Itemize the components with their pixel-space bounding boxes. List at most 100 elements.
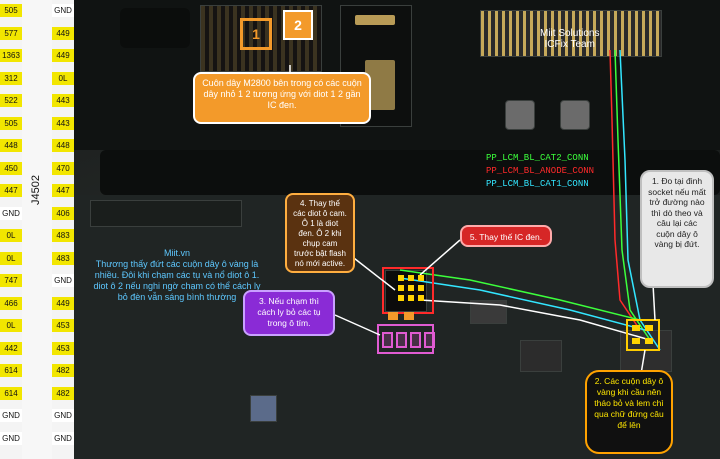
- coil-dot: [408, 285, 414, 291]
- coil-dot: [408, 295, 414, 301]
- left-pin: GND: [0, 206, 22, 220]
- right-pin: 449: [52, 26, 74, 40]
- coil-dot: [398, 285, 404, 291]
- right-pin: 482: [52, 386, 74, 400]
- lcd-connector: [480, 10, 662, 57]
- right-pin: GND: [52, 274, 74, 287]
- leader-step4: [349, 254, 396, 291]
- left-pin: 522: [0, 94, 22, 107]
- coil-dot: [418, 275, 424, 281]
- diode-1: [388, 312, 398, 320]
- yellow-coils: [398, 275, 653, 344]
- leader-step5: [419, 239, 461, 276]
- callout-step1: 1. Đo tại đinh socket nếu mất trở đường …: [640, 170, 714, 288]
- brand-line2: ICFix Team: [544, 39, 595, 50]
- coil-dot: [408, 275, 414, 281]
- marker-1: 1: [240, 18, 272, 50]
- board-area: [90, 200, 242, 227]
- capacitor-mark: [424, 332, 435, 348]
- signal-cat1: PP_LCM_BL_CAT1_CONN: [486, 179, 589, 189]
- pcb-cutout: [120, 8, 190, 48]
- board-gap: [100, 150, 720, 195]
- test-point: [505, 100, 535, 130]
- signal-anode: PP_LCM_BL_ANODE_CONN: [486, 166, 595, 176]
- callout-step5: 5. Thay thế IC đen.: [460, 225, 552, 247]
- left-pin: GND: [0, 431, 22, 445]
- right-pin: 453: [52, 341, 74, 355]
- right-pin: 0L: [52, 71, 74, 85]
- brand-line1: Miit Solutions: [540, 28, 600, 39]
- right-pin: GND: [52, 4, 74, 17]
- coil-dot: [398, 295, 404, 301]
- signal-cat2: PP_LCM_BL_CAT2_CONN: [486, 153, 589, 163]
- capacitor-mark: [396, 332, 407, 348]
- callout-step2: 2. Các cuộn dây ô vàng khi cầu nên tháo …: [585, 370, 673, 454]
- cat1-trace-b: [399, 277, 646, 331]
- right-pin: 449: [52, 296, 74, 310]
- right-pin: 470: [52, 161, 74, 175]
- ground-trace: [419, 299, 651, 341]
- left-pin: 1363: [0, 49, 22, 62]
- pad: [355, 15, 395, 25]
- marker-2: 2: [283, 10, 313, 40]
- callout-coil-note: Cuôn dây M2800 bên trong có các cuộn dây…: [193, 72, 371, 124]
- left-pin: 442: [0, 341, 22, 355]
- left-pin: 614: [0, 386, 22, 400]
- left-pin: 312: [0, 71, 22, 85]
- coil-dot: [632, 338, 640, 344]
- coil-dot: [418, 295, 424, 301]
- left-pin: 448: [0, 139, 22, 152]
- blue-note: Miit.vn Thương thấy đứt các cuộn dây ô v…: [88, 248, 266, 303]
- left-pin: 0L: [0, 229, 22, 242]
- blue-note-text: Thương thấy đứt các cuộn dây ô vàng là n…: [93, 259, 261, 302]
- coil-dot: [645, 325, 653, 331]
- coil-dot: [398, 275, 404, 281]
- left-pin: 505: [0, 116, 22, 130]
- capacitor-mark: [410, 332, 421, 348]
- leader-step3: [334, 314, 381, 336]
- right-pin: 448: [52, 139, 74, 152]
- yellow-coil-box: [626, 319, 660, 351]
- connector-strip-bg: [22, 0, 52, 459]
- right-pin: 453: [52, 319, 74, 332]
- right-pin: 447: [52, 184, 74, 197]
- capacitor-mark: [382, 332, 393, 348]
- right-pin: 483: [52, 251, 74, 265]
- left-pin: 577: [0, 26, 22, 40]
- cat2-trace-b: [399, 269, 641, 321]
- diode-2: [404, 312, 414, 320]
- test-point: [560, 100, 590, 130]
- callout-step3: 3. Nếu chạm thì cách ly bỏ các tụ trong …: [243, 290, 335, 336]
- right-pin: GND: [52, 431, 74, 445]
- right-pin: 443: [52, 116, 74, 130]
- right-pin: 483: [52, 229, 74, 242]
- component: [250, 395, 277, 422]
- left-pin: 450: [0, 161, 22, 175]
- component: [520, 340, 562, 372]
- left-pin: 0L: [0, 319, 22, 332]
- left-pin: 466: [0, 296, 22, 310]
- right-pin: GND: [52, 409, 74, 422]
- left-pin: 505: [0, 4, 22, 17]
- left-pin: 0L: [0, 251, 22, 265]
- watermark: Miit.vn: [163, 248, 190, 258]
- coil-dot: [632, 325, 640, 331]
- right-pin: 482: [52, 364, 74, 377]
- left-pin: GND: [0, 409, 22, 422]
- left-pin: 614: [0, 364, 22, 377]
- coil-dot: [418, 285, 424, 291]
- anode-trace: [609, 49, 641, 331]
- left-pin: 447: [0, 184, 22, 197]
- right-pin: 443: [52, 94, 74, 107]
- left-pin: 747: [0, 274, 22, 287]
- brand-label: Miit Solutions ICFix Team: [540, 28, 599, 50]
- right-pin: 406: [52, 206, 74, 220]
- orange-diodes: [388, 312, 414, 320]
- callout-step4: 4. Thay thế các diot ô cam. Ô 1 là diot …: [285, 193, 355, 273]
- coil-dot: [645, 338, 653, 344]
- right-pin: 449: [52, 49, 74, 62]
